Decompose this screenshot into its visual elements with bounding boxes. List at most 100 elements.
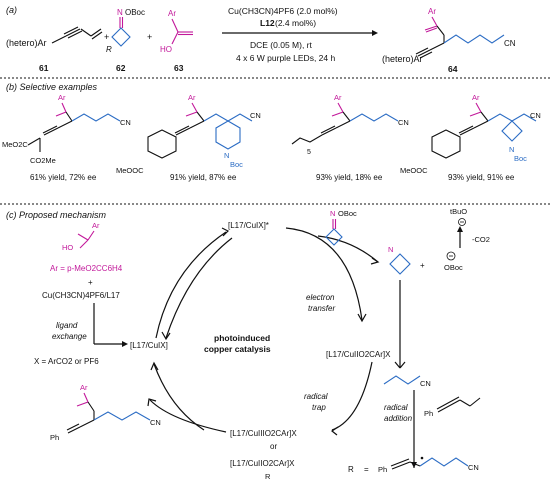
bond [43, 127, 59, 136]
bond [76, 401, 89, 407]
alkyl-chain [71, 113, 121, 122]
ex4-ester: MeOOC [400, 166, 428, 175]
alkyl-chain [349, 113, 399, 122]
bond [458, 125, 474, 134]
reactant-oxime-num: 62 [116, 63, 126, 73]
cu-iii-or: or [270, 442, 277, 451]
anion-charge-icon [458, 218, 466, 226]
bond [83, 392, 89, 403]
cu-i-x: [L17/CuIX] [130, 341, 168, 350]
arrowhead [150, 361, 159, 371]
product-hetero-ar: (hetero)Ar [382, 54, 423, 64]
ex4-yield: 93% yield, 91% ee [448, 173, 515, 182]
ex4-ar: Ar [472, 93, 480, 102]
cycle-oxime-obz: OBoc [338, 209, 357, 218]
condition-ligand-amount: (2.4 mol%) [275, 18, 316, 28]
iminyl-radical: N + OBoc -CO2 tBuO [388, 207, 490, 275]
bond [185, 111, 198, 117]
alkyl-chain [443, 34, 505, 44]
arrowhead [330, 426, 339, 436]
bond [67, 426, 81, 434]
bond [91, 31, 103, 40]
alkyl-chain [203, 113, 229, 122]
ex2-yield: 91% yield, 87% ee [170, 173, 237, 182]
arrowhead [221, 227, 230, 237]
bond [65, 111, 73, 122]
catalyst-regeneration-arrow [153, 363, 205, 431]
condition-catalyst: Cu(CH3CN)4PF6 (2.0 mol%) [228, 6, 338, 16]
radical-cn: CN [420, 379, 431, 388]
example-1: Ar CN MeO2C CO2Me 61% yield, 72% ee [2, 93, 131, 182]
cycle-product-ph: Ph [50, 433, 59, 442]
ex2-ar: Ar [188, 93, 196, 102]
bond [417, 49, 431, 57]
bond [51, 35, 67, 44]
cu-ii-carboxylate: [L17/CuIIO2CAr]X [326, 350, 391, 359]
bond [66, 423, 80, 431]
azetidine-ring [501, 120, 523, 142]
reactant-oxime-62: N OBoc R 62 [106, 8, 145, 73]
bond [79, 239, 89, 249]
bond [335, 120, 351, 129]
bond [424, 25, 438, 31]
r-radical-definition: R = Ph CN [348, 456, 479, 474]
relaxation-arrow [165, 237, 233, 339]
product-cn: CN [504, 39, 516, 48]
cycle-center-label: photoinduced [214, 333, 270, 343]
ligand-exchange-label: exchange [52, 332, 87, 341]
reactant-acid-num: 63 [174, 63, 184, 73]
bond [390, 458, 410, 467]
example-2: Ar MeOOC N Boc CN 91% yield, 87% ee [116, 93, 261, 182]
cycle-enyne: Ph [424, 396, 481, 418]
section-a-label: (a) [6, 5, 17, 15]
product-ar: Ar [428, 7, 436, 16]
bond [331, 111, 344, 117]
product-64: Ar CN (hetero)Ar 64 [382, 7, 516, 74]
reductive-elimination-arrow [149, 399, 227, 433]
bond [436, 396, 460, 410]
ex2-boc: Boc [230, 160, 243, 169]
ex3-chain-count: 5 [307, 149, 311, 156]
condition-ligand-name: L12 [260, 18, 275, 28]
ex2-n: N [224, 151, 229, 160]
product-num: 64 [448, 64, 458, 74]
photoexcitation-arrow [155, 231, 227, 339]
r-cn: CN [468, 463, 479, 472]
ex3-cn: CN [398, 118, 409, 127]
ex2-cn: CN [250, 111, 261, 120]
reactant-enyne-ar: (hetero)Ar [6, 38, 47, 48]
cyclobutane-ring [111, 27, 131, 47]
bond [437, 399, 461, 413]
electron-transfer-arrow [285, 227, 363, 321]
acid-ar: Ar [92, 221, 100, 230]
minus-co2: -CO2 [472, 235, 490, 244]
bond [337, 102, 344, 113]
oxime-n: N [117, 8, 123, 17]
bond [459, 127, 475, 136]
bond [27, 137, 41, 146]
section-b-label: (b) Selective examples [6, 82, 98, 92]
ex4-boc: Boc [514, 154, 527, 163]
bond [171, 31, 179, 45]
cu-source: Cu(CH3CN)4PF6/L17 [42, 291, 120, 300]
r-ph: Ph [378, 465, 387, 474]
acid-ar: Ar [168, 9, 176, 18]
x-definition: X = ArCO2 or PF6 [34, 357, 99, 366]
bond [67, 30, 83, 39]
cycle-oxime: N OBoc [325, 209, 357, 246]
bond [57, 120, 73, 129]
reactant-enyne-num: 61 [39, 63, 49, 73]
ex1-cn: CN [120, 118, 131, 127]
ex4-n: N [509, 145, 514, 154]
cu-ii-r: R [265, 472, 271, 481]
alkyl-chain [487, 113, 513, 122]
bond [63, 26, 79, 35]
cycle-oxime-n: N [330, 209, 335, 218]
catalyst-precursors: Ar HO Ar = p-MeO2CC6H4 + Cu(CH3CN)4PF6/L… [34, 221, 128, 366]
cyanoalkyl-radical [383, 375, 421, 385]
bond [459, 399, 471, 407]
cu-ii-species: [L17/CuIIO2CAr]X [230, 459, 295, 468]
cu-iii-species: [L17/CuIIIO2CAr]X [230, 429, 297, 438]
bond [409, 461, 421, 467]
